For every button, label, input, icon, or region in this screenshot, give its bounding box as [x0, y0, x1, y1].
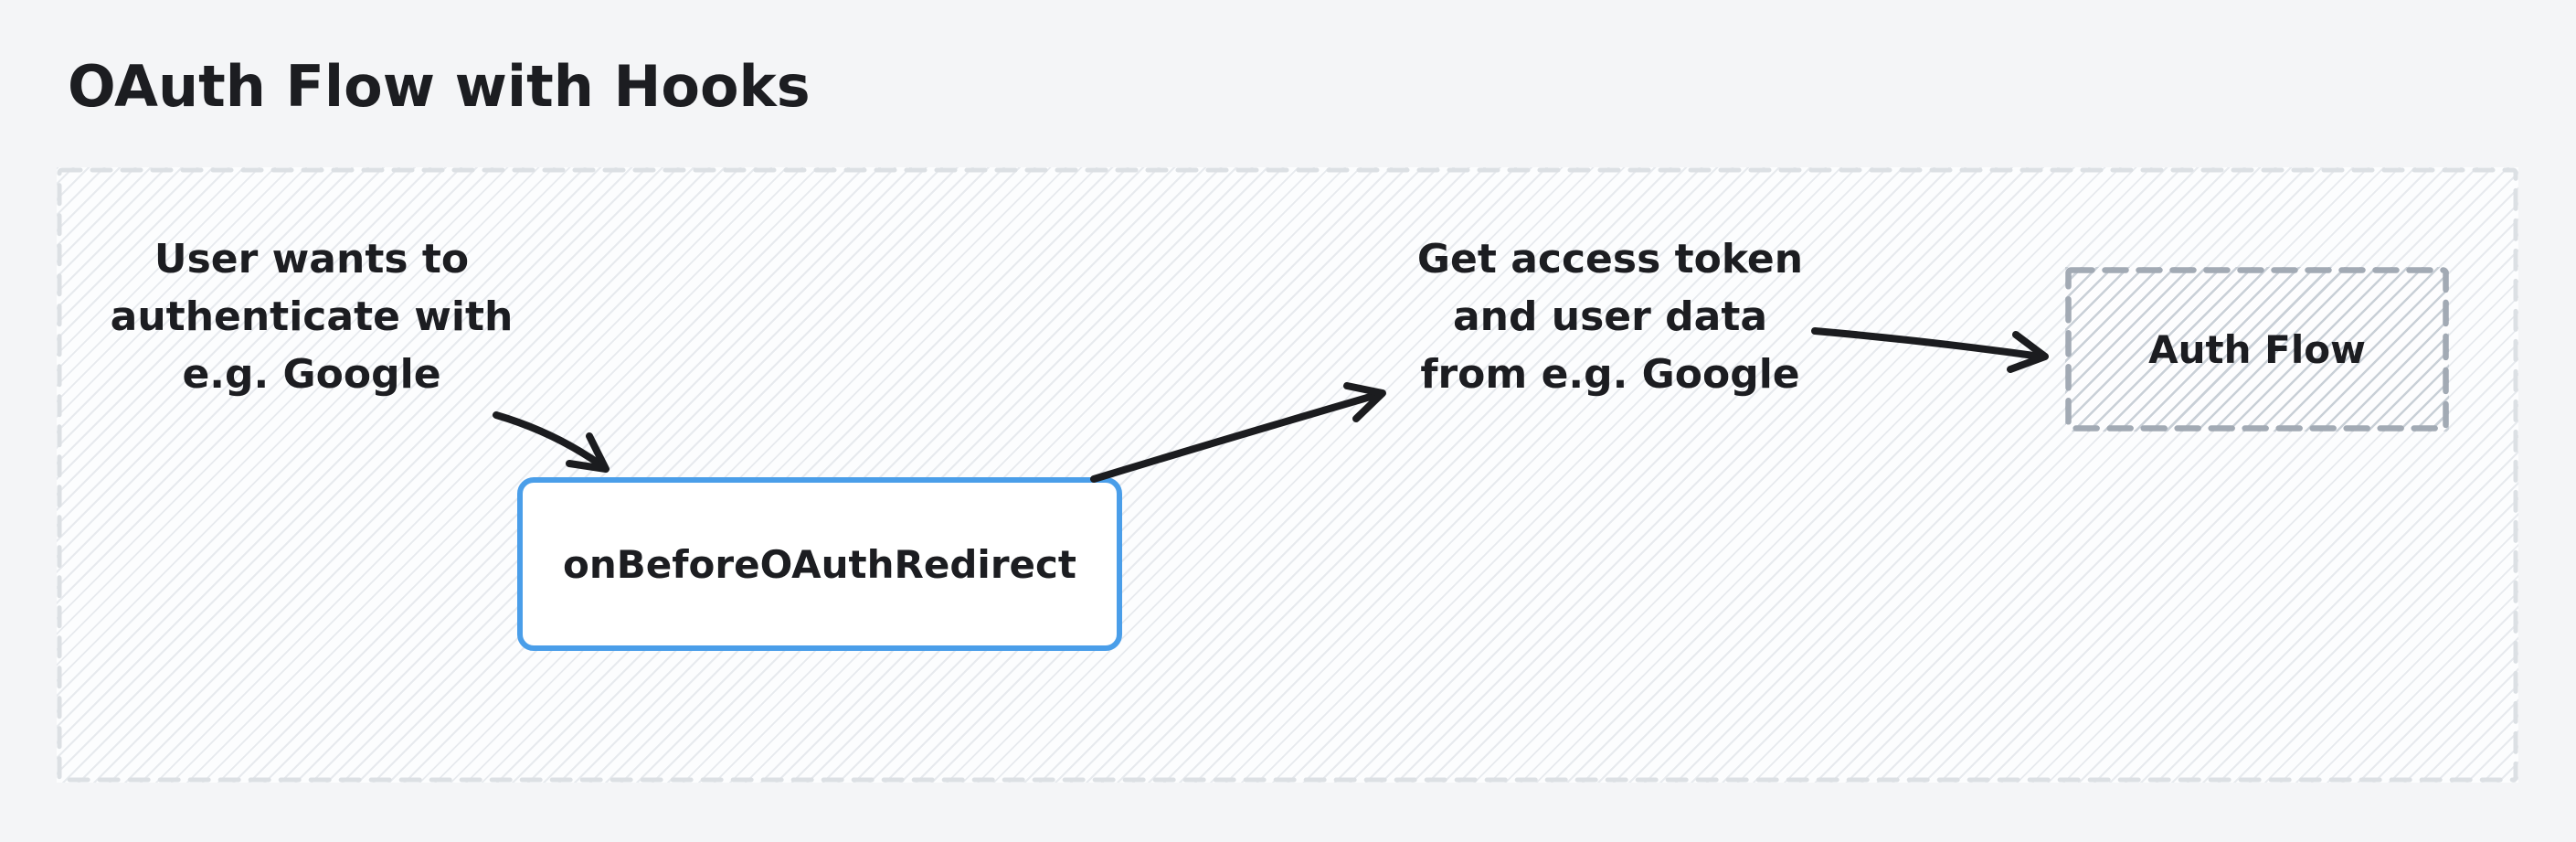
node-on-before-oauth-redirect: onBeforeOAuthRedirect	[517, 477, 1122, 651]
node-auth-flow-label: Auth Flow	[2148, 326, 2366, 372]
node-auth-flow: Auth Flow	[2065, 267, 2449, 432]
node-on-before-oauth-redirect-label: onBeforeOAuthRedirect	[563, 541, 1076, 587]
note-get-access-token: Get access token and user data from e.g.…	[1416, 236, 1804, 398]
note-user-authenticate: User wants to authenticate with e.g. Goo…	[110, 236, 514, 398]
page-title: OAuth Flow with Hooks	[68, 53, 811, 120]
